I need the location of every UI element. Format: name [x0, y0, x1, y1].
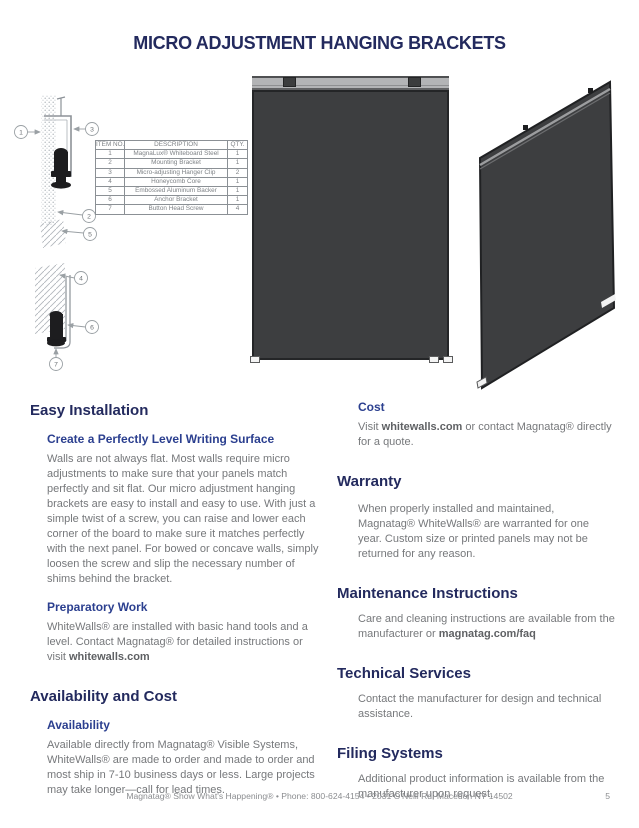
callout-1: 1 [19, 130, 23, 137]
whiteboard-panel-perspective-view [476, 80, 616, 390]
panel-surface [252, 90, 449, 360]
paragraph-technical-services: Contact the manufacturer for design and … [358, 693, 602, 720]
adjustment-knob-top [51, 148, 71, 189]
col-header-qty: QTY. [227, 139, 248, 151]
section-heading-easy-installation: Easy Installation [30, 402, 149, 419]
subheading-preparatory-work: Preparatory Work [47, 600, 148, 614]
paragraph-availability: Available directly from Magnatag® Visibl… [47, 739, 315, 796]
callout-7: 7 [54, 362, 58, 369]
subheading-level-writing-surface: Create a Perfectly Level Writing Surface [47, 432, 275, 446]
left-column: Easy Installation Create a Perfectly Lev… [30, 402, 324, 804]
callout-3: 3 [90, 127, 94, 134]
paragraph-warranty: When properly installed and maintained, … [358, 503, 590, 560]
paragraph-cost: Visit whitewalls.com or contact Magnatag… [358, 421, 612, 448]
paragraph-preparatory-work: WhiteWalls® are installed with basic han… [47, 621, 308, 663]
col-header-item-no: ITEM NO. [95, 139, 125, 151]
hanger-clip [283, 77, 296, 87]
diagram-callouts [14, 122, 99, 371]
section-heading-maintenance-instructions: Maintenance Instructions [337, 585, 518, 602]
section-heading-filing-systems: Filing Systems [337, 745, 443, 762]
paragraph-level-writing-surface: Walls are not always flat. Most walls re… [47, 453, 319, 585]
right-column: Cost Visit whitewalls.com or contact Mag… [337, 400, 625, 808]
paragraph-maintenance: Care and cleaning instructions are avail… [358, 613, 615, 640]
paragraph-filing-systems: Additional product information is availa… [358, 773, 605, 800]
adjustment-knob-bottom [47, 311, 66, 347]
footer-contact-line: Magnatag® Show What's Happening® • Phone… [126, 791, 513, 801]
page-number: 5 [605, 791, 610, 801]
corner-bracket [250, 356, 260, 363]
wall-section-bottom [35, 263, 71, 349]
subheading-cost: Cost [358, 400, 385, 414]
callout-5: 5 [88, 232, 92, 239]
whitewalls-link[interactable]: whitewalls.com [381, 421, 463, 433]
whiteboard-panel-front-view [250, 76, 453, 363]
wall-section-top [40, 95, 72, 248]
bracket-cross-section-diagram: 1 3 2 5 4 6 7 [14, 95, 99, 371]
callout-4: 4 [79, 276, 83, 283]
subheading-availability: Availability [47, 718, 110, 732]
mounting-rail [252, 76, 449, 90]
hanger-clip [408, 77, 421, 87]
corner-bracket [429, 356, 439, 363]
section-heading-technical-services: Technical Services [337, 665, 471, 682]
section-heading-availability-and-cost: Availability and Cost [30, 688, 177, 705]
section-heading-warranty: Warranty [337, 473, 402, 490]
callout-2: 2 [87, 214, 91, 221]
whitewalls-link[interactable]: whitewalls.com [69, 651, 150, 663]
parts-table-header-row: ITEM NO. DESCRIPTION QTY. [95, 139, 248, 151]
callout-6: 6 [90, 325, 94, 332]
corner-bracket [443, 356, 453, 363]
magnatag-faq-link[interactable]: magnatag.com/faq [438, 628, 536, 640]
col-header-description: DESCRIPTION [124, 139, 228, 151]
page-title: MICRO ADJUSTMENT HANGING BRACKETS [133, 33, 506, 53]
